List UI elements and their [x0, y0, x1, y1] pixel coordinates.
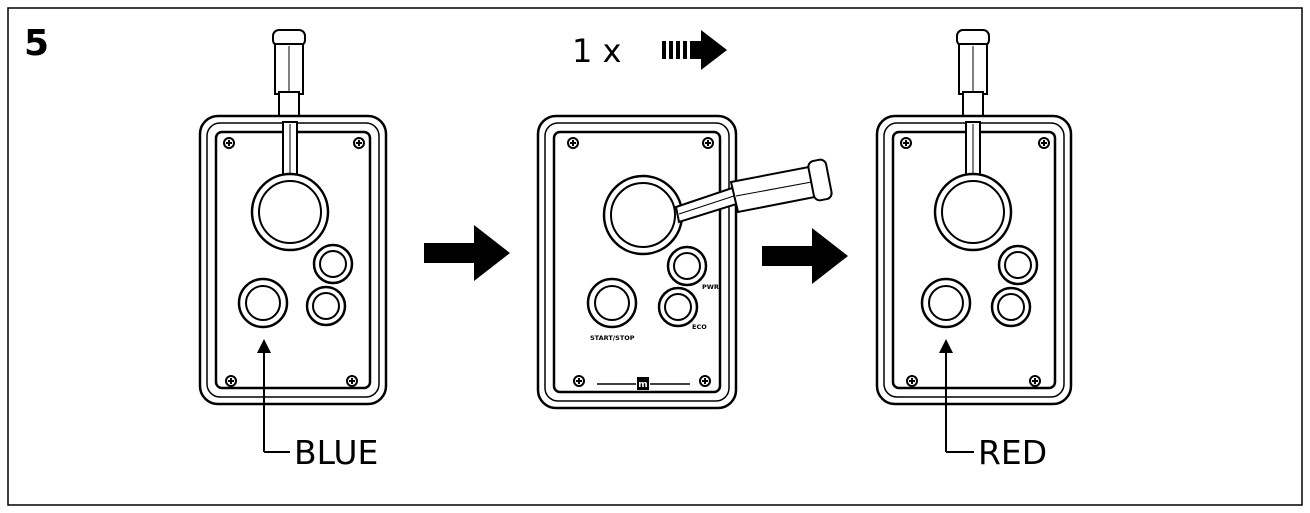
screw-icon: [702, 137, 714, 149]
screw-icon: [223, 137, 235, 149]
lever-forward: [674, 158, 833, 224]
callout-label-red: RED: [978, 433, 1047, 472]
arrow-right-icon: [762, 228, 848, 284]
step-number: 5: [24, 23, 49, 64]
brand-logo: m: [597, 377, 690, 390]
screw-icon: [900, 137, 912, 149]
eco-label: ECO: [692, 323, 707, 331]
pwr-button: [666, 245, 708, 287]
screw-icon: [699, 375, 711, 387]
screw-icon: [353, 137, 365, 149]
screw-icon: [1038, 137, 1050, 149]
start-stop-button: [920, 277, 972, 329]
callout-arrow-up: [257, 339, 290, 453]
button-upper: [312, 243, 354, 285]
button-upper: [997, 244, 1039, 286]
button-lower: [990, 286, 1032, 328]
start-stop-button: [586, 277, 638, 329]
screw-icon: [906, 375, 918, 387]
callout-arrow-up: [939, 339, 974, 453]
push-arrow-icon: [662, 30, 727, 70]
callout-label-blue: BLUE: [294, 433, 378, 472]
arrow-right-icon: [424, 225, 510, 281]
pwr-label: PWR: [702, 283, 719, 291]
control-panel-left: BLUE: [198, 29, 388, 472]
start-stop-button: [237, 277, 289, 329]
screw-icon: [567, 137, 579, 149]
eco-button: [657, 286, 699, 328]
control-panel-middle: 1 x PWR ECO: [536, 30, 833, 410]
control-panel-right: RED: [875, 29, 1073, 472]
button-lower: [305, 285, 347, 327]
screw-icon: [573, 375, 585, 387]
repeat-count: 1 x: [572, 32, 621, 70]
screw-icon: [1029, 375, 1041, 387]
brand-logo-text: m: [638, 380, 647, 390]
start-stop-label: START/STOP: [590, 334, 635, 342]
screw-icon: [225, 375, 237, 387]
screw-icon: [346, 375, 358, 387]
